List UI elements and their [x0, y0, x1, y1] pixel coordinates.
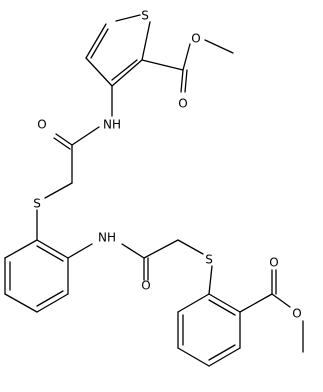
oxygen-label-ester2-ether: O — [292, 307, 301, 321]
benzene-ring-left — [4, 209, 93, 313]
oxygen-label-ester2-carbonyl: O — [269, 256, 278, 270]
oxygen-label-ester1-carbonyl: O — [178, 97, 187, 111]
thiophene-ring — [85, 14, 151, 87]
sulfur-label-left: S — [33, 197, 41, 211]
amide-linker-lower — [121, 239, 213, 295]
oxygen-label-amide-lower: O — [141, 279, 150, 293]
benzene-ring-right — [177, 293, 241, 367]
oxygen-label-amide-upper: O — [37, 118, 46, 132]
oxygen-label-ester1-ether: O — [191, 32, 200, 46]
nh-label-upper: NH — [103, 118, 121, 132]
sulfur-label-right: S — [205, 253, 213, 267]
amide-linker-upper — [44, 85, 113, 199]
ester-group-lower — [239, 269, 304, 353]
sulfur-label-thiophene: S — [141, 9, 149, 23]
ester-group-upper — [141, 39, 234, 93]
nh-label-lower: NH — [98, 231, 116, 245]
